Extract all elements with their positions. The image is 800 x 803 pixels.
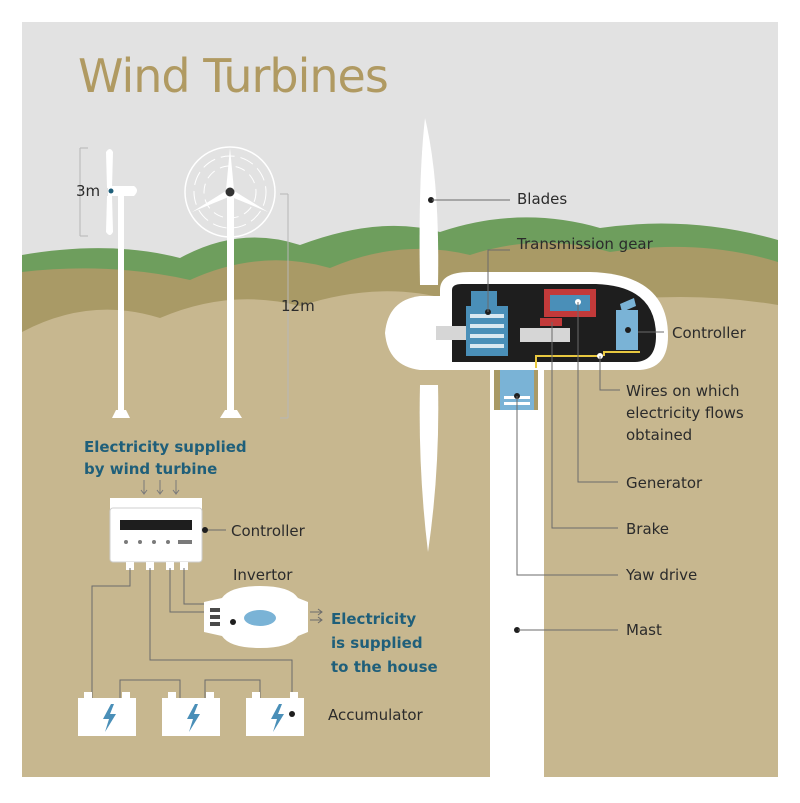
leader-lines <box>432 199 664 631</box>
small-turbine <box>79 147 137 418</box>
label-accumulator: Accumulator <box>328 706 424 724</box>
wiring <box>91 568 293 698</box>
page-title: Wind Turbines <box>78 49 388 103</box>
battery <box>246 692 304 736</box>
accumulators <box>78 692 304 736</box>
label-wires-line1: Wires on which <box>626 382 739 400</box>
lightning-icon <box>103 704 116 732</box>
label-mast: Mast <box>626 621 662 639</box>
label-transmission-gear: Transmission gear <box>516 235 654 253</box>
label-controller: Controller <box>672 324 747 342</box>
lightning-icon <box>271 704 284 732</box>
large-turbine <box>184 146 289 419</box>
supply-arrows <box>140 480 180 495</box>
label-blades: Blades <box>517 190 567 208</box>
label-house-line1: Electricity <box>331 610 416 628</box>
label-invertor: Invertor <box>233 566 293 584</box>
turbine-detail <box>385 118 668 777</box>
label-system-controller: Controller <box>231 522 306 540</box>
label-brake: Brake <box>626 520 669 538</box>
large-turbine-size-label: 12m <box>281 297 315 315</box>
label-supplied-line2: by wind turbine <box>84 460 217 478</box>
label-house-line3: to the house <box>331 658 438 676</box>
battery <box>78 692 136 736</box>
lightning-icon <box>187 704 200 732</box>
label-house-line2: is supplied <box>331 634 423 652</box>
label-supplied-line1: Electricity supplied <box>84 438 247 456</box>
small-turbine-size-label: 3m <box>76 182 100 200</box>
battery <box>162 692 220 736</box>
hub <box>385 296 440 370</box>
label-generator: Generator <box>626 474 703 492</box>
invertor <box>204 586 323 648</box>
lower-blade <box>419 385 439 552</box>
system-controller <box>109 498 208 570</box>
brake <box>540 318 562 326</box>
label-wires-line2: electricity flows <box>626 404 744 422</box>
label-wires-line3: obtained <box>626 426 692 444</box>
label-yaw-drive: Yaw drive <box>625 566 697 584</box>
ground <box>22 291 778 777</box>
